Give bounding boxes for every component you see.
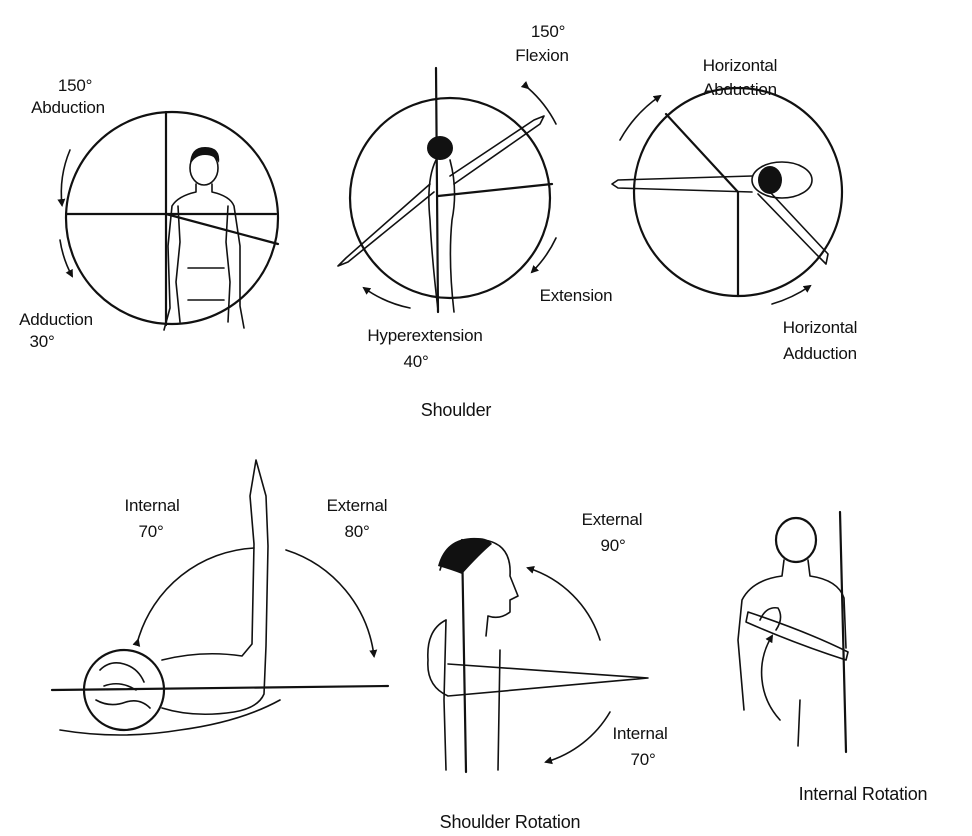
internal-arc-arrow (132, 547, 255, 647)
hyperextension-arc-arrow (362, 286, 411, 309)
internal-arc-arrow (544, 711, 611, 765)
horizontal-abduction-arrow (619, 94, 662, 141)
internal-degree: 70° (138, 522, 164, 541)
horizontal-adduction-line1: Horizontal (782, 318, 858, 337)
abduction-line (664, 112, 740, 194)
flexion-degree: 150° (530, 22, 566, 41)
adduction-degree: 30° (29, 332, 55, 351)
abduction-panel (57, 110, 280, 331)
rotation-lying-panel (50, 459, 390, 736)
horizontal-adduction-arrow (771, 284, 812, 305)
internal-degree: 70° (630, 750, 656, 769)
adduction-arc-arrow (59, 239, 73, 278)
side-figure (337, 115, 545, 313)
internal-rotation-panel (737, 510, 849, 754)
extension-label: Extension (539, 286, 613, 305)
vertical-axis (460, 538, 468, 774)
caption-shoulder-rotation: Shoulder Rotation (439, 812, 581, 832)
adduction-line (164, 212, 280, 246)
horizontal-abduction-line1: Horizontal (702, 56, 778, 75)
range-circle (348, 96, 552, 300)
horizontal-axis (50, 684, 390, 692)
external-label: External (326, 496, 388, 515)
back-figure (737, 516, 849, 747)
horizontal-axis (436, 182, 554, 198)
range-circle (64, 110, 280, 326)
lying-figure (59, 459, 281, 736)
external-label: External (581, 510, 643, 529)
rotation-standing-panel (427, 537, 649, 774)
internal-label: Internal (612, 724, 668, 743)
flexion-panel (337, 66, 557, 314)
horizontal-panel (611, 86, 844, 305)
horizontal-adduction-line2: Adduction (783, 344, 857, 363)
horizontal-abduction-line2: Abduction (703, 80, 777, 99)
external-degree: 80° (344, 522, 370, 541)
adduction-label: Adduction (19, 310, 93, 329)
internal-label: Internal (124, 496, 180, 515)
vertical-axis (838, 510, 848, 754)
hyperextension-degree: 40° (403, 352, 429, 371)
hyperextension-label: Hyperextension (367, 326, 483, 345)
extension-arc-arrow (530, 237, 557, 274)
internal-arc-arrow (760, 634, 781, 721)
external-degree: 90° (600, 536, 626, 555)
vertical-axis (434, 66, 440, 314)
flexion-arc-arrow (520, 81, 557, 125)
external-arc-arrow (526, 565, 601, 641)
abduction-label: Abduction (31, 98, 105, 117)
external-arc-arrow (285, 549, 378, 658)
top-view-figure (611, 161, 829, 265)
caption-shoulder: Shoulder (420, 400, 492, 420)
standing-figure (163, 147, 245, 331)
abduction-arc-arrow (57, 149, 71, 207)
flexion-label: Flexion (515, 46, 569, 65)
caption-internal-rotation: Internal Rotation (798, 784, 928, 804)
abduction-degree: 150° (57, 76, 93, 95)
profile-figure (427, 537, 649, 771)
